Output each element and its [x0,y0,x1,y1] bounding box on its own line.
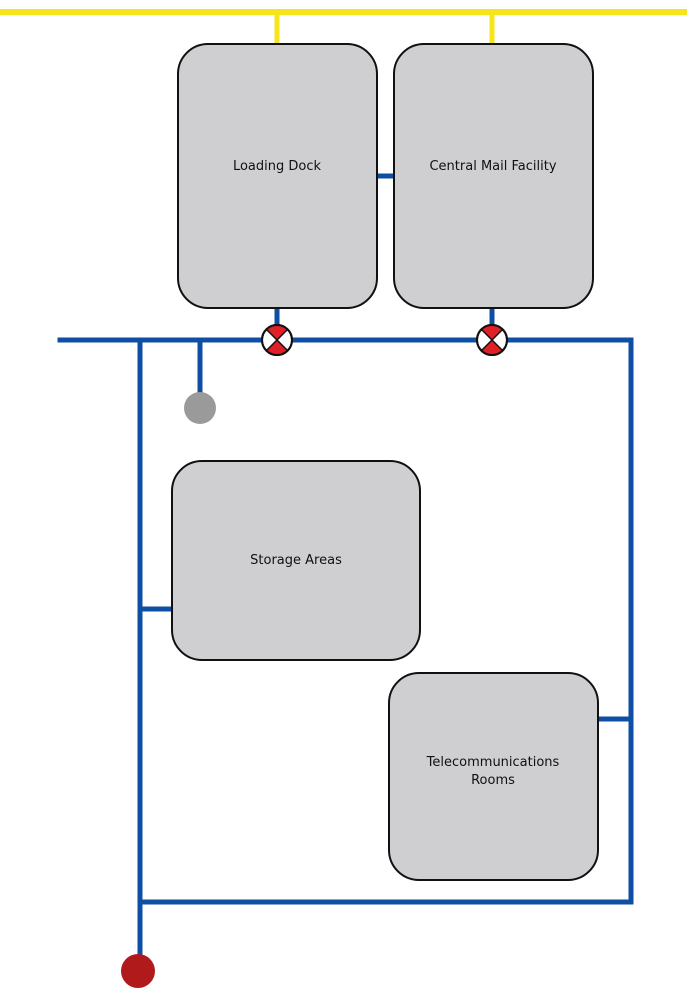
room-box [393,43,594,309]
room-label: Central Mail Facility [429,159,556,174]
room-loading-dock: Loading Dock [177,43,378,309]
room-telecommunications-rooms: Telecommunications Rooms [388,672,599,881]
yellow-line-group [0,9,687,48]
room-label: Loading Dock [233,159,322,174]
room-box [388,672,599,881]
gray-endpoint-icon [184,392,216,424]
red-endpoint-icon [121,954,155,988]
room-box [171,460,421,661]
room-box [177,43,378,309]
valve-icon [261,324,293,356]
valve-icon [476,324,508,356]
room-central-mail-facility: Central Mail Facility [393,43,594,309]
room-storage-areas: Storage Areas [171,460,421,661]
room-label: Storage Areas [250,553,342,568]
room-label-line1: Telecommunications [426,755,560,770]
room-label-line2: Rooms [471,773,515,788]
